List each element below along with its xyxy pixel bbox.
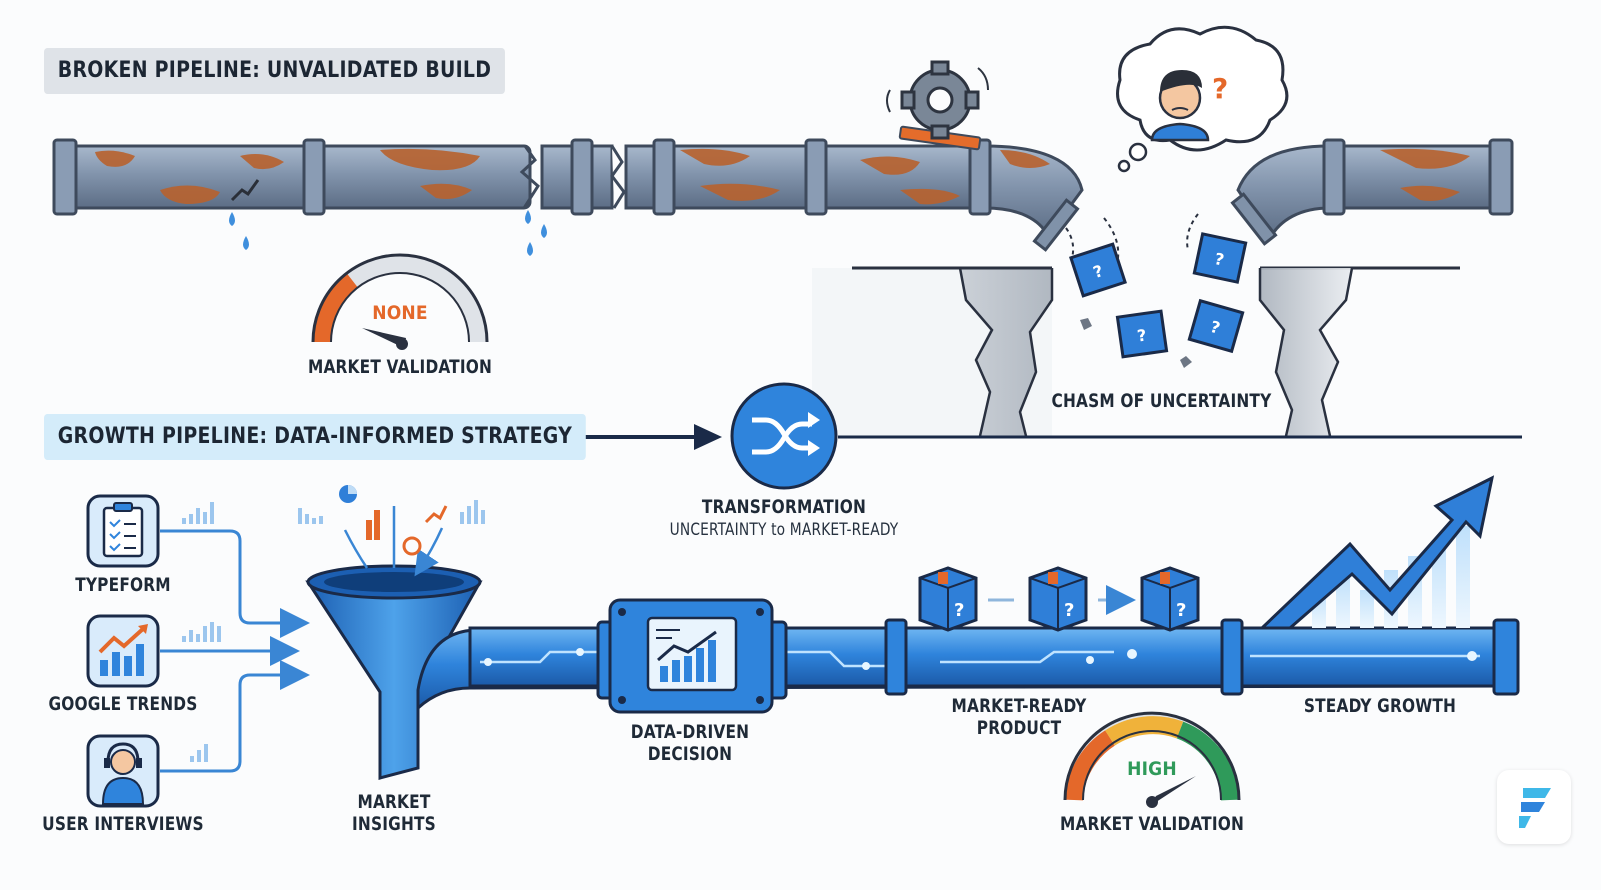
gauge-high <box>1063 711 1241 808</box>
gauge-high-label: MARKET VALIDATION <box>1059 813 1245 835</box>
gauge-low <box>311 253 489 350</box>
decision-chart-icon <box>596 598 788 714</box>
svg-text:?: ? <box>1213 249 1226 270</box>
trend-chart-icon <box>86 614 160 688</box>
decision-label-line2: DECISION <box>647 743 733 765</box>
source-label-user-interviews: USER INTERVIEWS <box>42 813 204 835</box>
broken-pipe <box>52 125 1514 256</box>
svg-text:?: ? <box>1212 72 1228 105</box>
decor-bars <box>182 500 485 762</box>
source-label-google-trends: GOOGLE TRENDS <box>48 693 198 715</box>
falling-product-boxes: ? ? ? ? <box>1065 213 1248 359</box>
transformation-subtitle: UNCERTAINTY to MARKET-READY <box>669 520 899 540</box>
shuffle-icon <box>730 382 838 490</box>
funnel-label-line1: MARKET <box>357 791 431 813</box>
svg-text:?: ? <box>1064 600 1074 621</box>
decision-label-line1: DATA-DRIVEN <box>630 721 750 743</box>
growth-pipeline-title: GROWTH PIPELINE: DATA-INFORMED STRATEGY <box>44 414 586 460</box>
svg-text:?: ? <box>1136 325 1148 345</box>
headset-user-icon <box>86 734 160 808</box>
gauge-high-value: HIGH <box>1127 758 1177 780</box>
market-ready-boxes: ? ? ? <box>918 566 1200 632</box>
product-label-line2: PRODUCT <box>976 717 1062 739</box>
market-insights-funnel <box>305 485 483 780</box>
gauge-low-value: NONE <box>372 302 428 324</box>
brand-logo-badge <box>1497 770 1571 844</box>
funnel-label-line2: INSIGHTS <box>352 813 436 835</box>
broken-pipeline-title: BROKEN PIPELINE: UNVALIDATED BUILD <box>44 48 505 94</box>
clipboard-icon <box>86 494 160 568</box>
source-label-typeform: TYPEFORM <box>75 574 171 596</box>
chasm-label: CHASM OF UNCERTAINTY <box>1051 390 1272 412</box>
source-connectors <box>160 529 310 773</box>
svg-text:?: ? <box>1176 600 1186 621</box>
growth-label: STEADY GROWTH <box>1303 695 1457 717</box>
growth-arrow-icon <box>1258 475 1495 630</box>
gauge-low-label: MARKET VALIDATION <box>307 356 493 378</box>
svg-text:?: ? <box>954 600 964 621</box>
gear-icon <box>886 60 989 140</box>
chasm-of-uncertainty <box>812 266 1460 438</box>
confused-user-thought-bubble: ? <box>1116 25 1289 173</box>
product-label-line1: MARKET-READY <box>951 695 1087 717</box>
transformation-title: TRANSFORMATION <box>701 496 867 518</box>
brand-logo-icon <box>1519 788 1551 828</box>
